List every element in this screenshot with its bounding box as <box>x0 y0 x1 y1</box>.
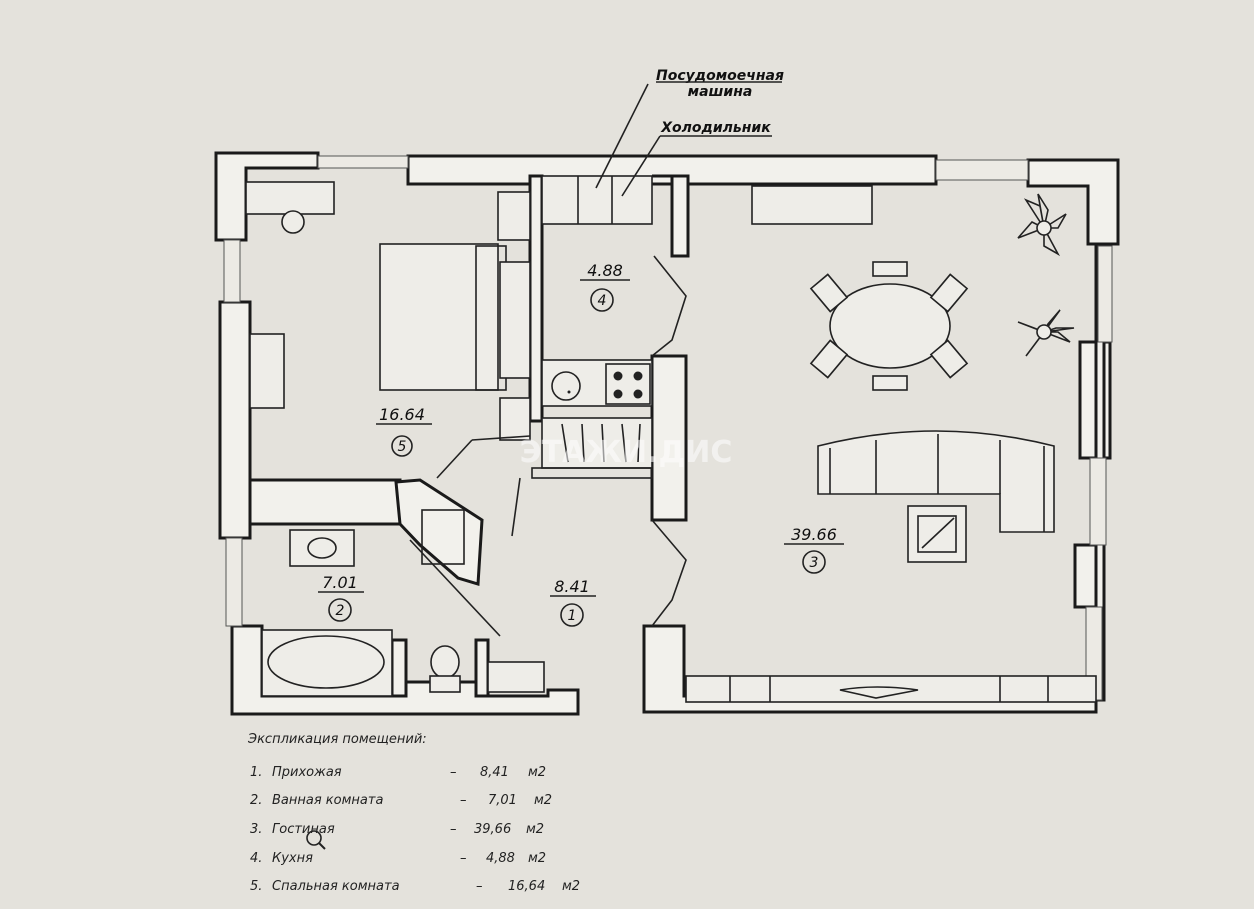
dining-table-icon <box>829 283 951 369</box>
svg-text:м2: м2 <box>526 822 544 837</box>
svg-text:Прихожая: Прихожая <box>272 765 342 780</box>
plant-icon <box>1017 309 1075 357</box>
svg-text:Кухня: Кухня <box>272 851 313 866</box>
dishwasher-callout-line2: машина <box>688 84 753 100</box>
sink-icon <box>551 371 581 401</box>
legend: Экспликация помещений: 1. Прихожая – 8,4… <box>247 732 580 894</box>
room-area-kitchen: 4.88 <box>587 261 623 280</box>
svg-text:5.: 5. <box>250 879 262 894</box>
svg-text:м2: м2 <box>528 765 546 780</box>
room-labels: 16.64 5 4.88 4 39.66 3 7.01 2 8.41 1 <box>318 261 844 627</box>
floor-lamp-icon <box>281 210 305 234</box>
svg-text:1.: 1. <box>250 765 262 780</box>
wardrobe-icon <box>499 261 531 379</box>
room-number-kitchen: 4 <box>598 293 607 309</box>
svg-text:м2: м2 <box>534 793 552 808</box>
room-number-living: 3 <box>810 555 819 571</box>
dishwasher-fridge-block <box>541 175 653 225</box>
room-number-hall: 1 <box>568 608 577 624</box>
svg-text:м2: м2 <box>562 879 580 894</box>
washing-machine-icon <box>487 661 545 693</box>
bathtub-icon <box>261 629 393 697</box>
plant-icon <box>1017 193 1067 257</box>
dishwasher-callout-line1: Посудомоечная <box>656 68 784 84</box>
svg-text:–: – <box>450 822 457 837</box>
legend-item: 4. Кухня – 4,88 м2 <box>250 851 546 866</box>
svg-text:4.: 4. <box>250 851 262 866</box>
bedroom-furniture <box>245 181 531 479</box>
room-area-living: 39.66 <box>791 525 837 544</box>
svg-text:Спальная комната: Спальная комната <box>272 879 400 894</box>
chair-icon <box>872 261 908 277</box>
svg-text:4,88: 4,88 <box>486 851 515 866</box>
svg-text:–: – <box>460 851 467 866</box>
room-number-bathroom: 2 <box>336 603 345 619</box>
legend-item: 1. Прихожая – 8,41 м2 <box>250 765 546 780</box>
svg-text:Гостиная: Гостиная <box>272 822 335 837</box>
desk-icon <box>249 333 285 409</box>
washbasin-icon <box>289 529 355 567</box>
svg-text:39,66: 39,66 <box>474 822 511 837</box>
svg-text:16,64: 16,64 <box>508 879 545 894</box>
tv-console-icon <box>685 675 1097 703</box>
fridge-callout: Холодильник <box>660 120 771 136</box>
svg-text:–: – <box>450 765 457 780</box>
watermark: ЭТАЖИ.ДИС <box>520 435 733 470</box>
svg-text:3.: 3. <box>250 822 262 837</box>
legend-item: 3. Гостиная – 39,66 м2 <box>250 822 544 837</box>
room-number-bedroom: 5 <box>398 439 407 455</box>
living-furniture <box>685 185 1097 703</box>
legend-item: 5. Спальная комната – 16,64 м2 <box>250 879 580 894</box>
legend-title: Экспликация помещений: <box>247 732 427 747</box>
toilet-icon <box>430 645 460 679</box>
wardrobe-hall-icon <box>541 417 653 469</box>
room-area-bedroom: 16.64 <box>379 405 425 424</box>
svg-text:м2: м2 <box>528 851 546 866</box>
svg-text:8,41: 8,41 <box>480 765 509 780</box>
legend-item: 2. Ванная комната – 7,01 м2 <box>250 793 552 808</box>
tv-stand-icon <box>751 185 873 225</box>
svg-text:–: – <box>476 879 483 894</box>
callouts: Посудомоечная машина Холодильник <box>595 68 784 197</box>
kitchen-furniture <box>531 175 687 627</box>
windows <box>223 155 1113 701</box>
bed-icon <box>379 243 499 391</box>
room-area-hall: 8.41 <box>554 577 590 596</box>
svg-text:–: – <box>460 793 467 808</box>
room-area-bathroom: 7.01 <box>322 573 358 592</box>
svg-text:Ванная комната: Ванная комната <box>272 793 383 808</box>
sofa-icon <box>817 430 1055 533</box>
svg-text:7,01: 7,01 <box>488 793 517 808</box>
stove-icon <box>605 363 651 405</box>
svg-text:2.: 2. <box>250 793 262 808</box>
bathroom-furniture <box>261 477 545 697</box>
cursor-magnifier-icon <box>306 830 326 850</box>
